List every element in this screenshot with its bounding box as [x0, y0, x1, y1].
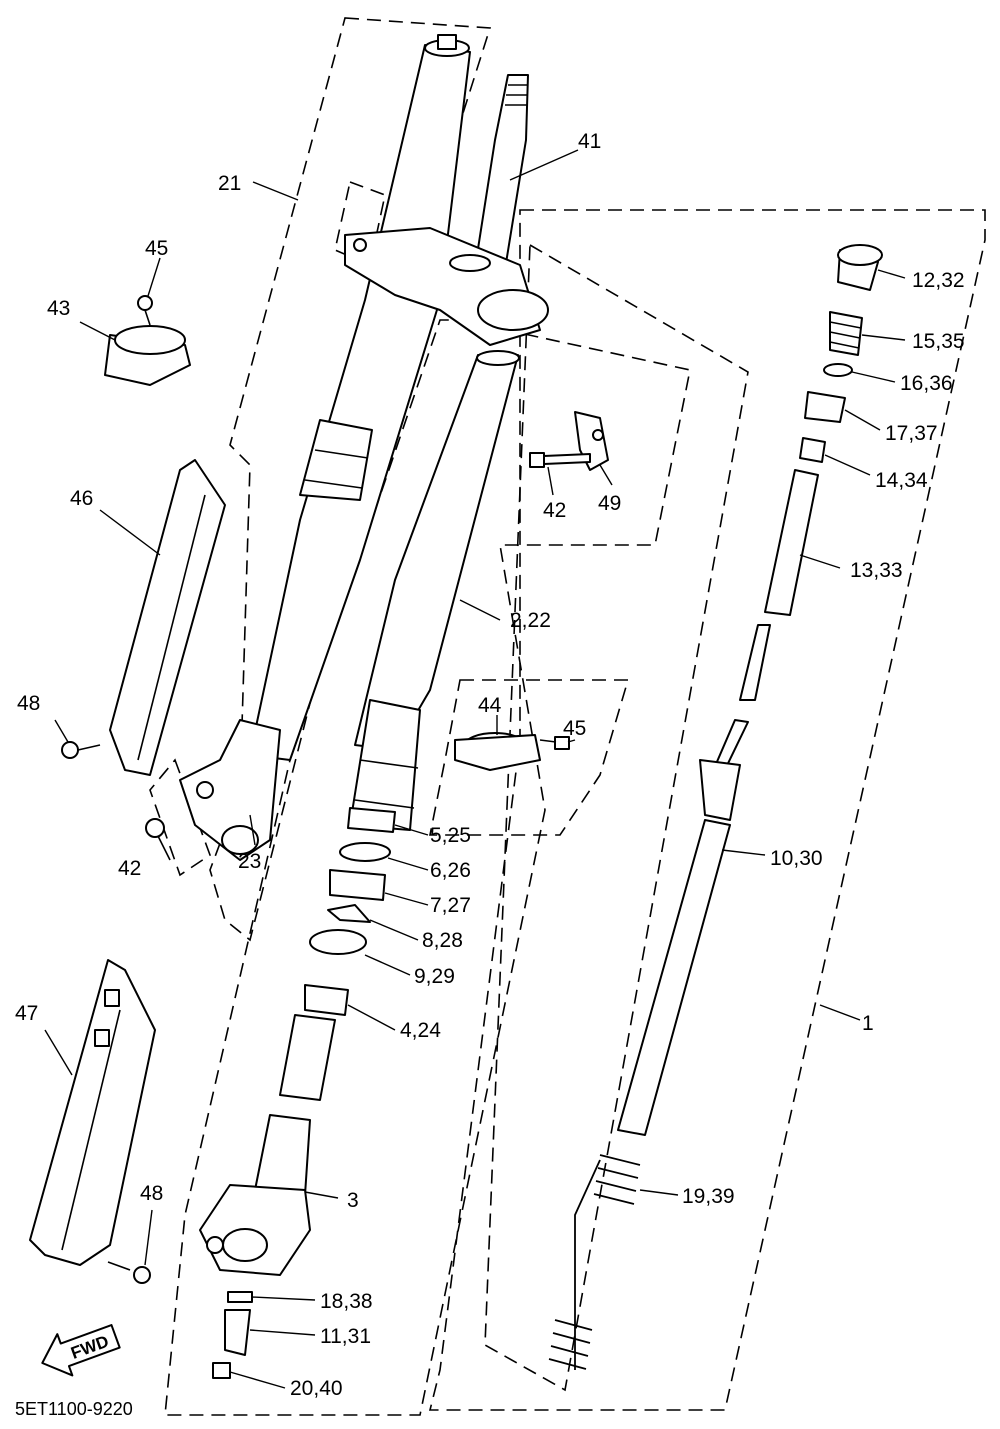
callout-14-34: 14,34 [875, 469, 928, 492]
callout-9-29: 9,29 [414, 965, 455, 988]
callout-10-30: 10,30 [770, 847, 823, 870]
callout-16-36: 16,36 [900, 372, 953, 395]
callout-15-35: 15,35 [912, 330, 965, 353]
fork-tube-21 [249, 34, 471, 761]
callout-8-28: 8,28 [422, 929, 463, 952]
clip-8-28 [327, 904, 371, 923]
callout-42-upper: 42 [543, 499, 566, 522]
fork-guard-47 [29, 959, 156, 1266]
callout-1: 1 [862, 1012, 874, 1035]
callout-41: 41 [578, 130, 601, 153]
callout-17-37: 17,37 [885, 422, 938, 445]
nut-14-34 [799, 437, 826, 463]
callout-48-lower: 48 [140, 1182, 163, 1205]
oil-seal-7-27 [329, 869, 386, 901]
bushing-5-25 [347, 807, 396, 833]
bushing-4-24 [304, 984, 349, 1016]
rod-threaded [739, 624, 771, 701]
callout-12-32: 12,32 [912, 269, 965, 292]
bolt-42-lower [145, 818, 171, 861]
bolt-48-upper [61, 741, 101, 759]
diagram-code: 5ET1100-9220 [15, 1399, 133, 1419]
fork-guard-46 [109, 459, 226, 776]
callout-3: 3 [347, 1189, 359, 1212]
group-outline-damper [484, 243, 749, 1392]
group-outline-outer-tube [428, 209, 986, 1411]
inner-tube-2-22 [349, 350, 520, 831]
washer-6-26 [339, 842, 391, 862]
bolt-48-lower [107, 1261, 151, 1284]
outer-tube-3 [199, 1014, 336, 1276]
callout-47: 47 [15, 1002, 38, 1025]
bolt-45-lower [539, 736, 570, 750]
bolt-45-upper [137, 295, 153, 326]
handlebar-clamp-43 [104, 325, 191, 386]
callout-23: 23 [238, 850, 261, 873]
washer-16-36 [823, 363, 853, 377]
dust-seal-9-29 [309, 929, 367, 955]
callout-20-40: 20,40 [290, 1377, 343, 1400]
callout-21: 21 [218, 172, 241, 195]
callout-49: 49 [598, 492, 621, 515]
washer-18-38 [227, 1291, 253, 1303]
bolt-42-upper [529, 452, 591, 468]
callout-11-31: 11,31 [320, 1325, 371, 1348]
callout-48-upper: 48 [17, 692, 40, 715]
callout-42-lower: 42 [118, 857, 141, 880]
plug-20-40 [212, 1362, 231, 1379]
triple-clamp [344, 227, 549, 346]
callout-2-22: 2,22 [510, 609, 551, 632]
axle-bracket-23 [179, 719, 281, 861]
callout-13-33: 13,33 [850, 559, 903, 582]
fwd-arrow-icon: FWD [41, 1324, 121, 1377]
bolt-11-31 [224, 1309, 251, 1356]
callout-5-25: 5,25 [430, 824, 471, 847]
callout-6-26: 6,26 [430, 859, 471, 882]
group-outline-44 [429, 679, 630, 836]
callout-4-24: 4,24 [400, 1019, 441, 1042]
leader-lines [44, 149, 906, 1389]
spacer-13-33 [764, 469, 819, 616]
callout-18-38: 18,38 [320, 1290, 373, 1313]
spring-15-35 [829, 311, 863, 356]
callout-19-39: 19,39 [682, 1185, 735, 1208]
callout-45-upper: 45 [145, 237, 168, 260]
clamp-44 [454, 732, 541, 771]
group-outline-21 [209, 17, 492, 942]
callout-46: 46 [70, 487, 93, 510]
damper-rod-10-30 [617, 719, 749, 1136]
callout-7-27: 7,27 [430, 894, 471, 917]
fork-spring-19-39 [548, 1154, 641, 1370]
cap-bolt-12-32 [837, 244, 883, 291]
group-outline-crown [334, 180, 386, 267]
callout-43: 43 [47, 297, 70, 320]
callout-44: 44 [478, 694, 502, 717]
callout-45-lower: 45 [563, 717, 586, 740]
collar-17-37 [804, 391, 846, 423]
